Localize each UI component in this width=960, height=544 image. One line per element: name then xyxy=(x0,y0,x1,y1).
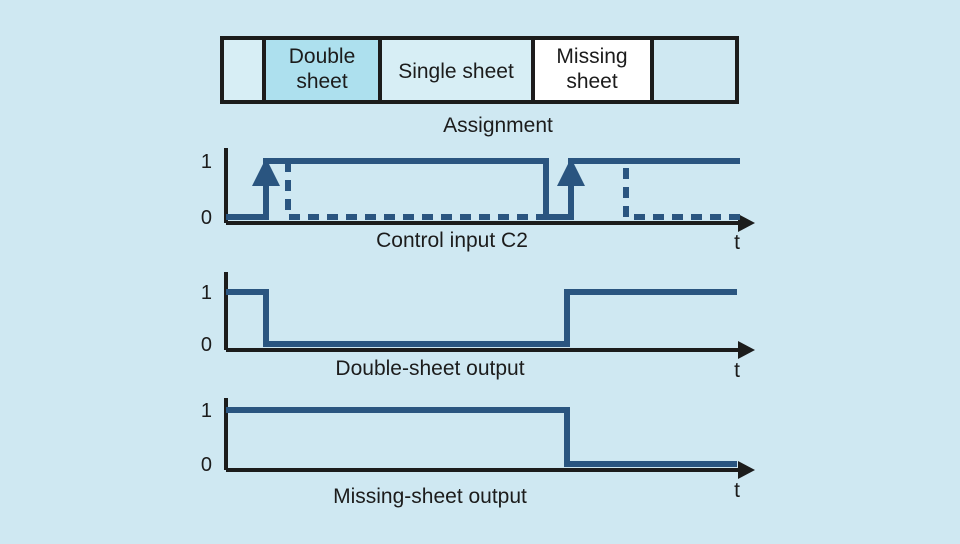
c2-x-axis-arrowhead xyxy=(738,214,755,232)
ms-chart-title: Missing-sheet output xyxy=(333,485,527,508)
c2-rising-edge-arrow-2-icon xyxy=(557,158,585,186)
assignment-title: Assignment xyxy=(443,114,553,137)
ms-ytick-1: 1 xyxy=(201,400,212,422)
c2-dashed-branch-1 xyxy=(285,161,546,220)
assignment-cell-empty-right xyxy=(652,38,737,102)
c2-signal-line xyxy=(226,158,740,220)
ds-signal-line xyxy=(226,289,737,347)
assignment-bar: Double sheet Single sheet Missing sheet … xyxy=(220,36,739,137)
ms-x-axis-arrowhead xyxy=(738,461,755,479)
assignment-label-missing-sheet-line1: Missing xyxy=(556,45,627,68)
assignment-cell-double-sheet-fill xyxy=(264,38,380,102)
c2-rising-edge-arrow-1-icon xyxy=(252,158,280,186)
ds-chart-title: Double-sheet output xyxy=(335,357,524,380)
assignment-cell-missing-sheet-fill xyxy=(533,38,652,102)
assignment-bar-border xyxy=(220,36,739,104)
assignment-label-missing-sheet-line2: sheet xyxy=(566,70,618,93)
chart-control-input-c2: 1 0 Control input C2 t xyxy=(201,148,755,254)
c2-ytick-0: 0 xyxy=(201,207,212,229)
chart-missing-sheet-output: 1 0 Missing-sheet output t xyxy=(201,398,755,508)
ms-ytick-0: 0 xyxy=(201,454,212,476)
c2-ytick-1: 1 xyxy=(201,151,212,173)
assignment-label-double-sheet-line2: sheet xyxy=(296,70,348,93)
c2-chart-title: Control input C2 xyxy=(376,229,528,252)
assignment-label-double-sheet-line1: Double xyxy=(289,45,356,68)
ms-x-axis-label: t xyxy=(734,479,740,502)
assignment-cell-empty-left xyxy=(222,38,264,102)
ds-x-axis-label: t xyxy=(734,359,740,382)
assignment-cell-single-sheet-fill xyxy=(380,38,533,102)
c2-x-axis-label: t xyxy=(734,231,740,254)
c2-dashed-branch-2 xyxy=(623,168,740,220)
assignment-label-single-sheet: Single sheet xyxy=(398,60,514,83)
ds-ytick-1: 1 xyxy=(201,282,212,304)
ds-x-axis-arrowhead xyxy=(738,341,755,359)
ms-signal-line xyxy=(226,407,737,467)
ds-ytick-0: 0 xyxy=(201,334,212,356)
chart-double-sheet-output: 1 0 Double-sheet output t xyxy=(201,272,755,382)
